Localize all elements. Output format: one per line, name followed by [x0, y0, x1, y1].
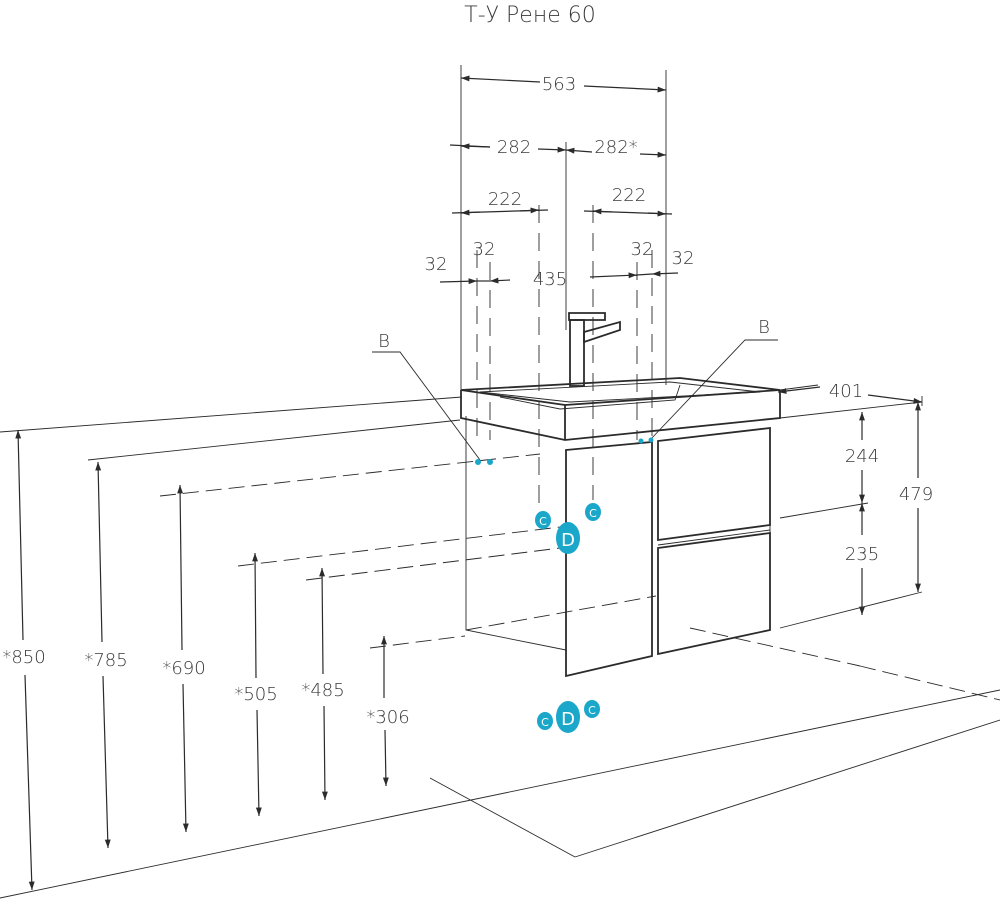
marker-c-4	[584, 700, 600, 718]
marker-c-2-label: C	[589, 507, 597, 520]
dim-small-left-outer: 32	[425, 254, 448, 275]
marker-c-1	[535, 511, 551, 529]
left-height-dimensions	[15, 429, 561, 891]
dim-height-505: *505	[234, 684, 277, 705]
dim-height-850: *850	[2, 647, 45, 668]
marker-c-4-label: C	[588, 704, 596, 717]
washbasin	[460, 377, 819, 441]
dim-height-485: *485	[301, 680, 344, 701]
vertical-reference-lines	[460, 65, 667, 520]
wall-and-floor	[0, 396, 1000, 899]
marker-c-3	[537, 712, 553, 730]
dim-upper-drawer: 244	[845, 446, 879, 467]
marker-b-right: B	[758, 317, 770, 338]
dim-total-width: 563	[542, 74, 576, 95]
dim-half-left: 282	[497, 137, 531, 158]
dim-half-right: 282*	[594, 137, 637, 158]
marker-c-1-label: C	[539, 515, 547, 528]
drawing-title: Т-У Рене 60	[464, 3, 595, 28]
top-dimension-lines	[439, 75, 679, 285]
marker-c-3-label: C	[541, 716, 549, 729]
dim-height-306: *306	[366, 707, 409, 728]
b-leaders	[372, 339, 778, 461]
marker-c-2	[585, 503, 601, 521]
dim-lower-drawer: 235	[845, 544, 879, 565]
dim-offset-left: 222	[488, 189, 522, 210]
marker-d-1-label: D	[561, 530, 575, 551]
right-dimension-lines	[777, 386, 923, 629]
marker-d-1	[556, 522, 580, 554]
dim-total-height: 479	[899, 484, 933, 505]
dim-height-690: *690	[162, 658, 205, 679]
cabinet-body	[465, 416, 781, 678]
dim-offset-right: 222	[612, 185, 646, 206]
dim-depth: 401	[829, 381, 863, 402]
marker-b-left: B	[378, 331, 390, 352]
marker-d-2	[556, 701, 580, 733]
faucet	[568, 312, 621, 387]
dim-small-left-inner: 32	[473, 239, 496, 260]
connection-markers: C C D C C D	[475, 437, 654, 733]
dim-height-785: *785	[84, 650, 127, 671]
dim-small-right-outer: 32	[672, 248, 695, 269]
marker-d-2-label: D	[561, 709, 575, 730]
dim-center-span: 435	[533, 269, 567, 290]
dim-small-right-inner: 32	[631, 239, 654, 260]
